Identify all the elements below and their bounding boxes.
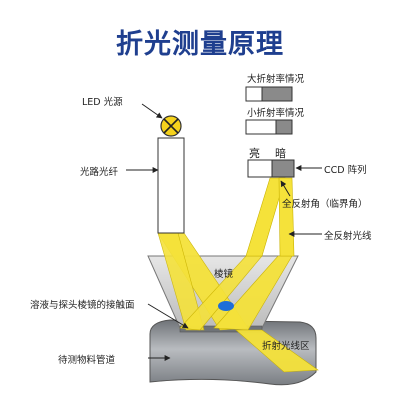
- large-index-bright: [245, 86, 263, 102]
- large-index-label: 大折射率情况: [247, 74, 305, 85]
- refraction-zone-beam: [235, 329, 319, 373]
- led-label: LED 光源: [82, 97, 123, 108]
- small-index-bright: [245, 119, 277, 135]
- fiber-label: 光路光纤: [80, 167, 119, 178]
- dark-label: 暗: [275, 147, 286, 160]
- prism-label: 棱镜: [214, 269, 234, 280]
- ccd-label: CCD 阵列: [324, 165, 367, 176]
- small-index-label: 小折射率情况: [247, 108, 305, 119]
- small-index-dark: [275, 119, 293, 135]
- page-title: 折光测量原理: [116, 29, 284, 60]
- refraction-zone-label: 折射光线区: [262, 341, 310, 352]
- total-reflect-label: 全反射光线: [324, 231, 372, 242]
- ccd-dark-cell: [271, 159, 295, 178]
- large-index-dark: [261, 86, 293, 102]
- sample-drop: [218, 301, 234, 311]
- interface-callout: [147, 303, 189, 329]
- critical-angle-callout: [280, 180, 291, 197]
- led-callout: [141, 103, 163, 119]
- ccd-bright-cell: [247, 159, 273, 178]
- optical-fiber: [157, 137, 185, 234]
- critical-angle-label: 全反射角（临界角）: [282, 199, 368, 210]
- bright-label: 亮: [249, 147, 260, 160]
- material-pipe: [149, 319, 317, 386]
- interface-label: 溶液与探头棱镜的接触面: [30, 300, 135, 311]
- pipe-label: 待测物料管道: [58, 355, 116, 366]
